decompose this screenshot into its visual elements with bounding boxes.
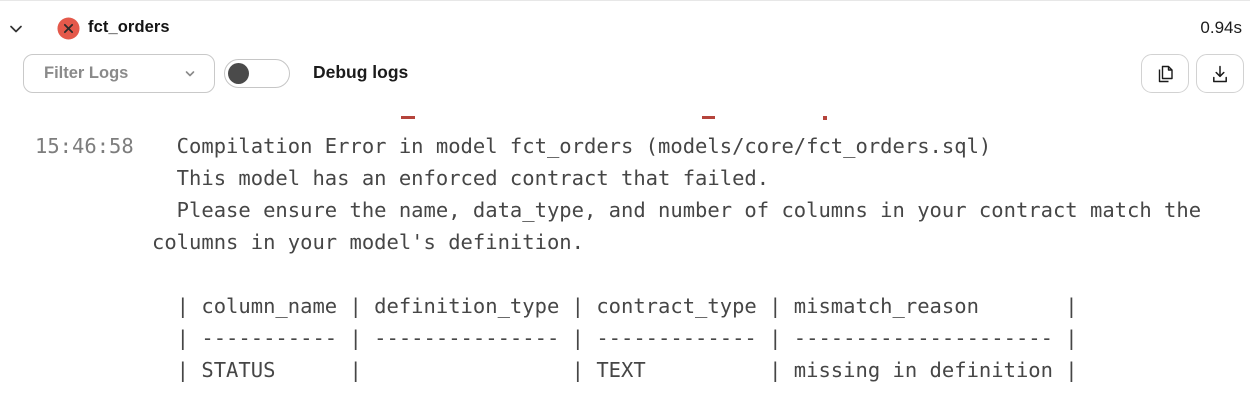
collapse-chevron-button[interactable]	[6, 19, 26, 39]
log-output: 15:46:58 Compilation Error in model fct_…	[0, 97, 1250, 404]
chevron-down-icon	[6, 25, 26, 42]
clipped-red-text-fragment	[823, 116, 827, 120]
log-message: Compilation Error in model fct_orders (m…	[152, 134, 1202, 382]
download-logs-button[interactable]	[1196, 54, 1244, 93]
filter-logs-label: Filter Logs	[44, 64, 129, 82]
log-timestamp: 15:46:58	[35, 134, 134, 158]
debug-logs-toggle[interactable]	[224, 59, 290, 88]
download-icon	[1209, 63, 1231, 85]
clipped-red-text-fragment	[702, 116, 715, 119]
model-title: fct_orders	[88, 18, 170, 36]
error-status-icon	[57, 17, 80, 40]
run-duration: 0.94s	[1200, 18, 1242, 37]
filter-logs-dropdown[interactable]: Filter Logs	[23, 54, 215, 93]
chevron-down-icon	[183, 67, 197, 81]
copy-icon	[1154, 63, 1176, 85]
copy-logs-button[interactable]	[1141, 54, 1189, 93]
toggle-knob	[228, 62, 249, 84]
clipped-red-text-fragment	[401, 116, 415, 119]
debug-logs-label: Debug logs	[313, 62, 409, 82]
